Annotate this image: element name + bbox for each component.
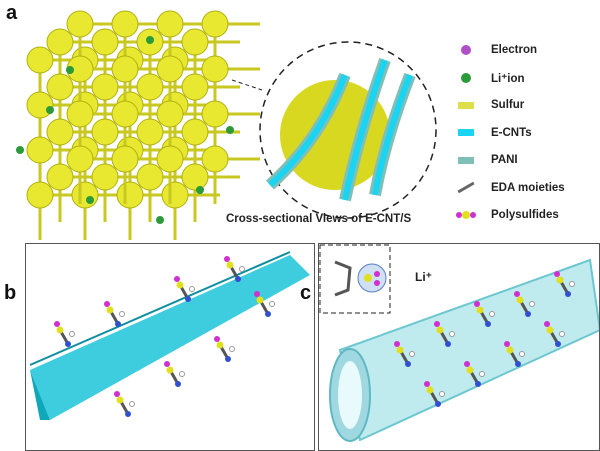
- ecnt-tube-b: [29, 251, 310, 420]
- sulfur-sphere: [116, 181, 144, 209]
- polysulfide: [166, 366, 174, 374]
- sulfur-sphere: [156, 10, 184, 38]
- sulfur-sphere: [66, 100, 94, 128]
- legend-swatch: [455, 43, 477, 57]
- polysulfide: [556, 276, 564, 284]
- sulfur-sphere: [201, 55, 229, 83]
- ecnt-tubes: [265, 57, 416, 202]
- polysulfide: [226, 261, 234, 269]
- sulfur-sphere: [136, 118, 164, 146]
- sulfur-sphere: [111, 145, 139, 173]
- sulfur-sphere: [26, 46, 54, 74]
- sulfur-sphere: [66, 145, 94, 173]
- legend-item: E-CNTs: [455, 126, 532, 140]
- legend-swatch: [455, 98, 477, 112]
- sulfur-sphere: [181, 118, 209, 146]
- ecnt-tube-c: [329, 258, 600, 442]
- sulfur-sphere: [91, 73, 119, 101]
- polysulfide: [546, 326, 554, 334]
- sulfur-sphere: [46, 163, 74, 191]
- sulfur-sphere: [26, 91, 54, 119]
- li-ion: [226, 126, 234, 134]
- sulfur-sphere: [181, 73, 209, 101]
- legend-item: Polysulfides: [455, 208, 559, 222]
- sulfur-sphere: [181, 163, 209, 191]
- legend-label: PANI: [491, 154, 518, 166]
- li-ion: [66, 66, 74, 74]
- sulfur-sphere: [71, 181, 99, 209]
- panel-b-frame: [25, 243, 315, 451]
- legend-item: Sulfur: [455, 98, 524, 112]
- legend-item: PANI: [455, 153, 518, 167]
- legend-swatch: [455, 71, 477, 85]
- legend-label: Sulfur: [491, 99, 525, 111]
- legend-swatch: [455, 126, 477, 140]
- cross-section-circle: [259, 41, 437, 219]
- li-ion: [156, 216, 164, 224]
- zoom-connector: [231, 79, 263, 91]
- panel-label-b: b: [4, 282, 17, 304]
- sulfur-sphere: [91, 163, 119, 191]
- legend-item: EDA moieties: [455, 181, 565, 195]
- legend-label: Polysulfides: [491, 209, 559, 221]
- panel-c-frame: [318, 243, 600, 451]
- legend-label: E-CNTs: [491, 126, 532, 139]
- sulfur-sphere: [161, 181, 189, 209]
- sulfur-sphere: [46, 118, 74, 146]
- legend-swatch: [455, 153, 477, 167]
- sulfur-sphere: [91, 28, 119, 56]
- legend-swatch: [455, 208, 477, 222]
- polysulfide: [116, 396, 124, 404]
- polysulfide: [466, 366, 474, 374]
- polysulfide: [106, 306, 114, 314]
- sulfur-particle: [280, 80, 390, 190]
- li-ion: [146, 36, 154, 44]
- sulfur-sphere: [66, 10, 94, 38]
- sulfur-sphere: [181, 28, 209, 56]
- polysulfide: [176, 281, 184, 289]
- eda-moieties: [54, 256, 575, 417]
- sulfur-sphere: [201, 145, 229, 173]
- sulfur-sphere: [46, 73, 74, 101]
- sulfur-sphere: [156, 145, 184, 173]
- sulfur-sphere: [156, 55, 184, 83]
- polysulfide: [436, 326, 444, 334]
- sulfur-sphere: [201, 10, 229, 38]
- polysulfide: [216, 341, 224, 349]
- polysulfide: [506, 346, 514, 354]
- legend-swatch: [455, 181, 477, 195]
- sulfur-sphere: [26, 136, 54, 164]
- sulfur-sphere: [26, 181, 54, 209]
- sulfur-sphere: [111, 10, 139, 38]
- legend-item: Li⁺ion: [455, 71, 525, 85]
- sulfur-sphere: [156, 100, 184, 128]
- polysulfide: [426, 386, 434, 394]
- legend-item: Electron: [455, 43, 537, 57]
- sulfur-sphere: [46, 28, 74, 56]
- polysulfide: [476, 306, 484, 314]
- legend-label: Li⁺ion: [491, 72, 525, 85]
- sulfur-sphere: [136, 163, 164, 191]
- sulfur-sphere: [201, 100, 229, 128]
- li-ion-label: Li⁺: [415, 270, 432, 284]
- li-ion: [86, 196, 94, 204]
- legend-label: EDA moieties: [491, 181, 565, 194]
- sulfur-sphere: [111, 55, 139, 83]
- sulfur-lattice: [16, 10, 260, 240]
- polysulfide: [396, 346, 404, 354]
- li-ion: [16, 146, 24, 154]
- cross-section-caption: Cross-sectional Views of E-CNT/S: [226, 213, 412, 225]
- li-ion: [46, 106, 54, 114]
- legend-label: Electron: [491, 44, 538, 56]
- polysulfide: [256, 296, 264, 304]
- panel-label-a: a: [6, 2, 18, 24]
- sulfur-sphere: [111, 100, 139, 128]
- polysulfide: [56, 326, 64, 334]
- li-ion: [196, 186, 204, 194]
- panel-label-c: c: [300, 282, 312, 304]
- sulfur-sphere: [136, 73, 164, 101]
- sulfur-sphere: [91, 118, 119, 146]
- polysulfide: [516, 296, 524, 304]
